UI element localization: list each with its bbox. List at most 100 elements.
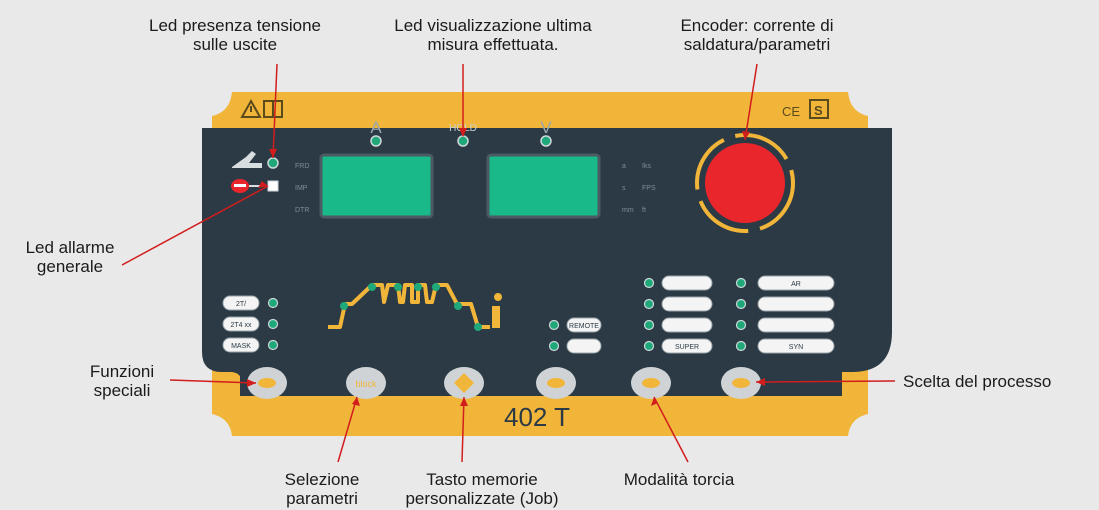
callout-line-1: Modalità torcia bbox=[623, 470, 735, 489]
left-indicator-labels: FRD IMP DTR bbox=[295, 163, 309, 214]
special-function-label: 2T/ bbox=[236, 301, 246, 308]
special-functions-button[interactable] bbox=[247, 367, 287, 399]
callout-scelta-processo: Scelta del processo bbox=[903, 372, 1051, 391]
callout-line-2: saldatura/parametri bbox=[683, 35, 831, 54]
svg-text:block: block bbox=[355, 379, 377, 389]
parameters-selection-button[interactable]: block bbox=[346, 367, 386, 399]
warning-icon bbox=[240, 98, 262, 118]
torch-mode-label: SUPER bbox=[675, 344, 699, 351]
callout-led-presenza-tensione: Led presenza tensione sulle uscite bbox=[149, 16, 321, 54]
remote-item: REMOTE bbox=[566, 317, 602, 333]
special-function-label: 2T4 xx bbox=[230, 322, 252, 329]
callout-line-2: personalizzate (Job) bbox=[405, 489, 559, 508]
ce-mark: CE bbox=[782, 104, 800, 119]
special-function-item: MASK bbox=[222, 337, 260, 353]
right-indicator-label: FPS bbox=[642, 185, 656, 192]
manual-book-icon bbox=[263, 100, 283, 118]
special-function-led bbox=[267, 339, 279, 351]
torch-mode-led bbox=[643, 340, 655, 352]
led-general-alarm bbox=[267, 180, 279, 192]
process-led bbox=[735, 298, 747, 310]
remote-led bbox=[548, 319, 560, 331]
right-indicator-label: mm bbox=[622, 207, 634, 214]
callout-line-2: generale bbox=[36, 257, 104, 276]
right-indicator-label: a bbox=[622, 163, 626, 170]
right-indicator-labels: a Iks s FPS mm ft bbox=[622, 163, 656, 214]
left-indicator-label: FRD bbox=[295, 163, 309, 170]
right-indicator-label: s bbox=[622, 185, 626, 192]
torch-mode-column: SUPER bbox=[643, 275, 713, 354]
torch-mode-item bbox=[661, 296, 713, 312]
process-item bbox=[757, 317, 835, 333]
remote-label: REMOTE bbox=[569, 323, 599, 330]
right-indicator-label: Iks bbox=[642, 163, 651, 170]
s-mark: S bbox=[814, 103, 823, 118]
led-output-voltage bbox=[267, 157, 279, 169]
ampere-display bbox=[319, 153, 434, 219]
process-led bbox=[735, 277, 747, 289]
process-selection-button[interactable] bbox=[721, 367, 761, 399]
torch-mode-led bbox=[643, 298, 655, 310]
process-column: AR SYN bbox=[735, 275, 835, 354]
callout-arrowheads bbox=[247, 128, 765, 406]
special-functions-column: 2T/2T4 xx MASK bbox=[222, 295, 279, 353]
torch-mode-led bbox=[643, 277, 655, 289]
torch-mode-item: SUPER bbox=[661, 338, 713, 354]
right-indicator-label: ft bbox=[642, 207, 646, 214]
remote-led bbox=[548, 340, 560, 352]
callout-line-1: Tasto memorie bbox=[426, 470, 538, 489]
left-indicator-label: IMP bbox=[295, 185, 308, 192]
ampere-label: A bbox=[370, 118, 382, 137]
callout-line-1: Selezione bbox=[284, 470, 360, 489]
callout-encoder: Encoder: corrente di saldatura/parametri bbox=[680, 16, 833, 54]
volt-display bbox=[486, 153, 601, 219]
process-label: AR bbox=[791, 281, 801, 288]
special-function-led bbox=[267, 297, 279, 309]
callout-line-1: Encoder: corrente di bbox=[680, 16, 834, 35]
job-memory-button[interactable] bbox=[444, 367, 484, 399]
callout-line-2: speciali bbox=[93, 381, 151, 400]
remote-column: REMOTE bbox=[548, 317, 602, 354]
callout-modalita-torcia: Modalità torcia bbox=[624, 470, 735, 489]
process-item: AR bbox=[757, 275, 835, 291]
process-led bbox=[735, 340, 747, 352]
callout-line-1: Led visualizzazione ultima bbox=[394, 16, 592, 35]
callout-tasto-memorie: Tasto memorie personalizzate (Job) bbox=[405, 470, 558, 508]
remote-button[interactable] bbox=[536, 367, 576, 399]
torch-mode-button[interactable] bbox=[631, 367, 671, 399]
callout-lines bbox=[121, 63, 896, 463]
process-item bbox=[757, 296, 835, 312]
volt-label: V bbox=[540, 118, 552, 137]
torch-mode-item bbox=[661, 317, 713, 333]
led-hold bbox=[457, 135, 469, 147]
remote-item bbox=[566, 338, 602, 354]
callout-line-2: misura effettuata. bbox=[427, 35, 559, 54]
process-led bbox=[735, 319, 747, 331]
callout-line-1: Led presenza tensione bbox=[148, 16, 322, 35]
callout-selezione-parametri: Selezione parametri bbox=[285, 470, 360, 508]
model-label: 402 T bbox=[504, 402, 570, 432]
led-ampere bbox=[370, 135, 382, 147]
callout-line-1: Funzioni bbox=[89, 362, 155, 381]
callout-line-2: parametri bbox=[286, 489, 358, 508]
s-mark-box bbox=[809, 99, 829, 119]
callout-funzioni-speciali: Funzioni speciali bbox=[90, 362, 154, 400]
callout-line-1: Scelta del processo bbox=[903, 372, 1052, 391]
left-indicator-label: DTR bbox=[295, 207, 309, 214]
torch-mode-led bbox=[643, 319, 655, 331]
special-function-item: 2T/ bbox=[222, 295, 260, 311]
callout-led-visualizzazione: Led visualizzazione ultima misura effett… bbox=[394, 16, 592, 54]
special-function-label: MASK bbox=[231, 343, 251, 350]
welding-curve-graphic bbox=[328, 283, 502, 331]
encoder-knob[interactable] bbox=[705, 143, 785, 223]
callout-line-1: Led allarme bbox=[25, 238, 115, 257]
torch-icon bbox=[232, 151, 262, 168]
torch-mode-item bbox=[661, 275, 713, 291]
special-function-item: 2T4 xx bbox=[222, 316, 260, 332]
process-item: SYN bbox=[757, 338, 835, 354]
callout-line-2: sulle uscite bbox=[192, 35, 278, 54]
process-label: SYN bbox=[789, 344, 803, 351]
callout-led-allarme: Led allarme generale bbox=[26, 238, 115, 276]
